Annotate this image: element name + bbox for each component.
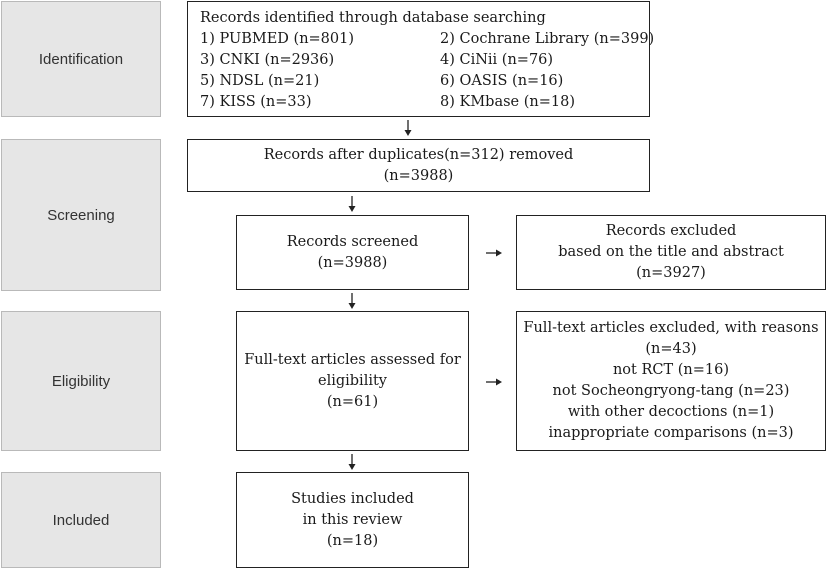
arrow-right-icon [486, 378, 502, 386]
records-excluded-reason: based on the title and abstract [558, 244, 784, 260]
source-item: 1) PUBMED (n=801) [200, 31, 355, 47]
records-excluded-text: Records excluded [605, 223, 737, 239]
source-item: 5) NDSL (n=21) [200, 73, 320, 89]
duplicates-removed-box: Records after duplicates(n=312) removed … [187, 139, 650, 192]
phase-identification: Identification [1, 1, 161, 117]
records-identified-box: Records identified through database sear… [187, 1, 655, 117]
records-excluded-box: Records excluded based on the title and … [516, 215, 826, 290]
arrow-down-icon [348, 293, 356, 309]
exclusion-reason: not RCT (n=16) [612, 362, 730, 378]
source-item: 6) OASIS (n=16) [440, 73, 564, 89]
duplicates-removed-text: Records after duplicates(n=312) removed [263, 146, 574, 163]
source-item: 7) KISS (n=33) [200, 94, 312, 110]
exclusion-reason: not Socheongryong-tang (n=23) [552, 383, 790, 399]
phase-eligibility: Eligibility [1, 311, 161, 451]
source-item: 2) Cochrane Library (n=399) [440, 31, 655, 47]
source-item: 8) KMbase (n=18) [440, 94, 575, 110]
fulltext-excluded-text: Full-text articles excluded, with reason… [523, 320, 819, 336]
exclusion-reason: with other decoctions (n=1) [567, 404, 775, 420]
phase-label: Screening [47, 206, 115, 224]
fulltext-excluded-box: Full-text articles excluded, with reason… [516, 311, 826, 451]
database-source-list: 1) PUBMED (n=801) 2) Cochrane Library (n… [200, 29, 655, 113]
records-excluded-count: (n=3927) [636, 265, 706, 281]
arrow-down-icon [404, 120, 412, 136]
duplicates-removed-count: (n=3988) [383, 167, 454, 184]
records-screened-text: Records screened [286, 233, 419, 250]
studies-included-text: Studies included [291, 490, 414, 507]
phase-included: Included [1, 472, 161, 568]
exclusion-reason: inappropriate comparisons (n=3) [548, 425, 794, 441]
studies-included-box: Studies included in this review (n=18) [236, 472, 469, 568]
studies-included-text-cont: in this review [302, 511, 403, 528]
records-screened-count: (n=3988) [317, 254, 388, 271]
arrow-down-icon [348, 196, 356, 212]
fulltext-assessed-text: Full-text articles assessed for [244, 351, 461, 368]
fulltext-assessed-text-cont: eligibility [318, 372, 387, 389]
phase-screening: Screening [1, 139, 161, 291]
records-screened-box: Records screened (n=3988) [236, 215, 469, 290]
studies-included-count: (n=18) [326, 532, 379, 549]
phase-label: Included [52, 511, 110, 529]
fulltext-assessed-count: (n=61) [326, 393, 379, 410]
arrow-down-icon [348, 454, 356, 470]
phase-label: Identification [38, 50, 124, 68]
records-identified-title: Records identified through database sear… [200, 10, 546, 26]
source-item: 4) CiNii (n=76) [440, 52, 554, 68]
arrow-right-icon [486, 249, 502, 257]
fulltext-excluded-count: (n=43) [645, 341, 697, 357]
phase-label: Eligibility [51, 372, 111, 390]
fulltext-assessed-box: Full-text articles assessed for eligibil… [236, 311, 469, 451]
source-item: 3) CNKI (n=2936) [200, 52, 335, 68]
